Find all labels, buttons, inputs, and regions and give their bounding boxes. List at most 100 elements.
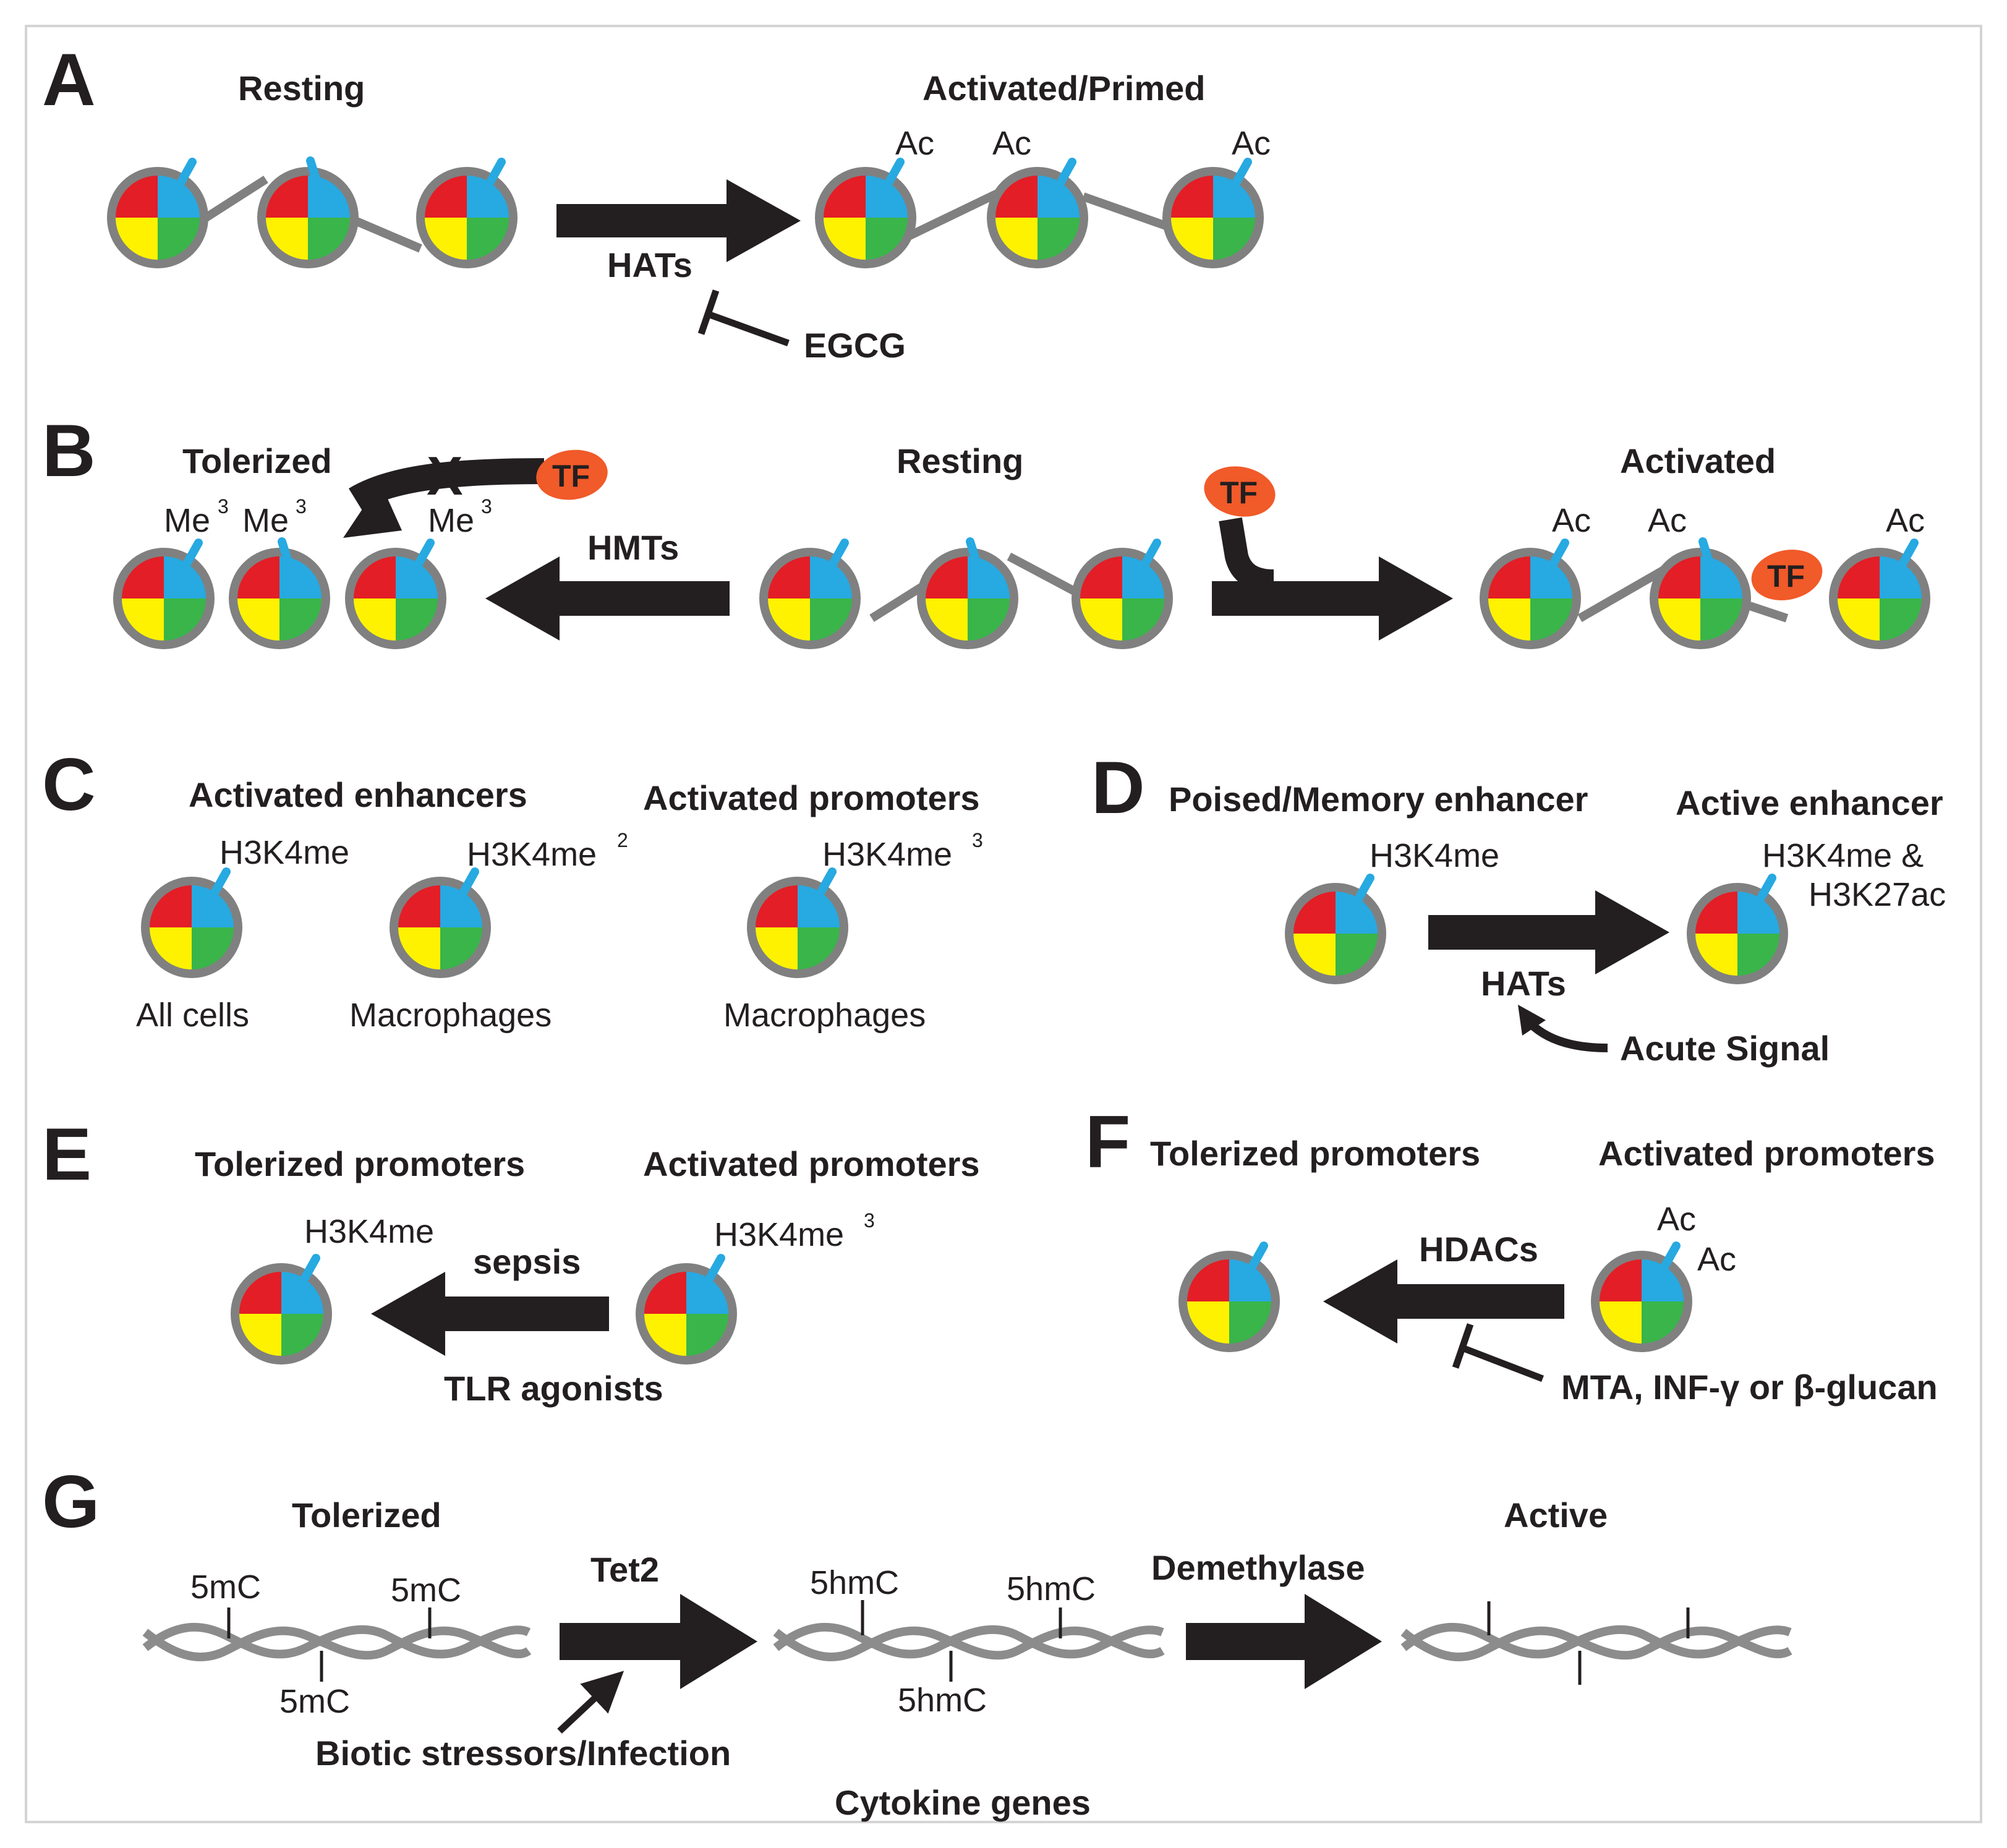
panel-d-signal-curve bbox=[1527, 1020, 1608, 1052]
panel-f-inhibit-bar bbox=[1452, 1323, 1474, 1369]
panel-f-right-title: Activated promoters bbox=[1598, 1134, 1935, 1173]
panel-c-cell2: Macrophages bbox=[349, 997, 552, 1034]
panel-g-5hmc: 5hmC bbox=[898, 1682, 987, 1719]
panel-a-ac-mark: Ac bbox=[1232, 125, 1271, 162]
svg-text:3: 3 bbox=[481, 495, 492, 517]
nucleosome-icon bbox=[1289, 878, 1382, 980]
panel-c-title-promoters: Activated promoters bbox=[643, 778, 980, 817]
nucleosome-icon bbox=[117, 543, 210, 645]
transcription-factor-icon: TF bbox=[536, 449, 608, 500]
panel-b-ac-mark: Ac bbox=[1886, 502, 1925, 539]
panel-c-mark1: H3K4me bbox=[219, 834, 349, 871]
panel-g-5mc: 5mC bbox=[190, 1569, 261, 1606]
transcription-factor-icon: TF bbox=[1751, 550, 1823, 600]
panel-a-right-title: Activated/Primed bbox=[923, 69, 1206, 108]
panel-f-left-title: Tolerized promoters bbox=[1150, 1134, 1480, 1173]
svg-text:TF: TF bbox=[1767, 559, 1805, 594]
panel-d-right-mark-2: H3K27ac bbox=[1809, 876, 1946, 913]
panel-e-right-mark: H3K4me 3 bbox=[714, 1209, 875, 1253]
dna-helix-icon bbox=[773, 1622, 1165, 1661]
panel-c-title-enhancers: Activated enhancers bbox=[189, 775, 527, 814]
svg-text:3: 3 bbox=[218, 495, 229, 517]
panel-f-ac-mark: Ac bbox=[1697, 1241, 1736, 1278]
nucleosome-icon bbox=[111, 162, 204, 264]
panel-g-5mc: 5mC bbox=[391, 1572, 461, 1609]
panel-a-enzyme: HATs bbox=[607, 245, 692, 284]
panel-c-mark3: H3K4me 3 bbox=[822, 829, 983, 873]
svg-text:H3K4me: H3K4me bbox=[467, 836, 597, 873]
transcription-factor-icon: TF bbox=[1204, 466, 1276, 517]
panel-d-left-title: Poised/Memory enhancer bbox=[1169, 780, 1588, 819]
nucleosome-icon bbox=[640, 1258, 733, 1360]
panel-f-letter: F bbox=[1085, 1101, 1130, 1183]
panel-g-arrow-2 bbox=[1186, 1594, 1382, 1689]
panel-g-enzyme2: Demethylase bbox=[1151, 1548, 1365, 1587]
panel-b-right-arrow bbox=[1212, 556, 1453, 641]
panel-d-left-mark: H3K4me bbox=[1370, 837, 1499, 874]
svg-text:TF: TF bbox=[552, 459, 590, 493]
nucleosome-icon bbox=[1691, 878, 1784, 980]
panel-d-arrow bbox=[1428, 890, 1669, 974]
nucleosome-icon bbox=[145, 872, 238, 974]
panel-b-left-title: Tolerized bbox=[182, 441, 332, 480]
panel-a-letter: A bbox=[42, 38, 96, 121]
panel-g-5hmc: 5hmC bbox=[810, 1564, 899, 1601]
panel-b-curved-arrowhead bbox=[343, 482, 402, 538]
panel-g-5hmc: 5hmC bbox=[1007, 1570, 1096, 1607]
nucleosome-icon bbox=[751, 872, 844, 974]
nucleosome-icon bbox=[764, 543, 856, 645]
panel-b-enzyme: HMTs bbox=[587, 528, 679, 567]
panel-d-signal-head bbox=[1518, 1005, 1546, 1036]
nucleosome-icon bbox=[394, 872, 487, 974]
panel-b-curved-arrow bbox=[349, 458, 545, 511]
nucleosome-icon bbox=[262, 161, 354, 264]
panel-b-block-mark: X bbox=[427, 445, 463, 506]
panel-f-enzyme: HDACs bbox=[1419, 1230, 1538, 1269]
nucleosome-icon bbox=[1076, 543, 1169, 645]
panel-g-right-title: Active bbox=[1504, 1496, 1608, 1535]
svg-text:H3K4me: H3K4me bbox=[714, 1216, 844, 1253]
nucleosome-icon bbox=[1484, 543, 1577, 645]
panel-e-letter: E bbox=[42, 1113, 92, 1196]
panel-d-letter: D bbox=[1091, 746, 1145, 829]
panel-e-left-title: Tolerized promoters bbox=[195, 1144, 525, 1183]
svg-text:3: 3 bbox=[864, 1209, 875, 1232]
panel-d-right-mark-1: H3K4me & bbox=[1762, 837, 1924, 874]
panel-a-arrow bbox=[556, 179, 801, 262]
panel-g-stressor: Biotic stressors/Infection bbox=[315, 1734, 731, 1773]
panel-f-inhibit-line bbox=[1461, 1344, 1544, 1382]
panel-c-mark2: H3K4me 2 bbox=[467, 829, 628, 873]
svg-text:Me: Me bbox=[428, 502, 474, 539]
panel-d-enzyme: HATs bbox=[1481, 964, 1566, 1003]
panel-g-enzyme1: Tet2 bbox=[590, 1550, 659, 1589]
svg-text:3: 3 bbox=[972, 829, 983, 851]
panel-a-linker-left bbox=[155, 176, 1232, 253]
nucleosome-icon bbox=[235, 1258, 328, 1360]
nucleosome-icon bbox=[819, 162, 912, 264]
panel-b-letter: B bbox=[42, 409, 96, 492]
panel-e-above-arrow: sepsis bbox=[473, 1242, 581, 1281]
panel-e-below-arrow: TLR agonists bbox=[444, 1369, 663, 1408]
panel-c-cell3: Macrophages bbox=[723, 997, 926, 1034]
panel-a-ac-mark: Ac bbox=[895, 125, 934, 162]
panel-b-right-title: Activated bbox=[1620, 441, 1776, 480]
svg-text:H3K4me: H3K4me bbox=[822, 836, 952, 873]
panel-a-ac-mark: Ac bbox=[992, 125, 1031, 162]
panel-a-inhibit-line bbox=[707, 310, 790, 347]
nucleosome-icon bbox=[349, 543, 442, 645]
panel-b-right-arrow-hook bbox=[1219, 517, 1274, 593]
panel-g-letter: G bbox=[42, 1460, 100, 1543]
svg-text:2: 2 bbox=[617, 829, 628, 851]
panel-g-stressor-arrow bbox=[557, 1671, 624, 1734]
nucleosome-icon bbox=[1167, 162, 1259, 264]
panel-a-left-title: Resting bbox=[238, 69, 365, 108]
panel-g-left-title: Tolerized bbox=[292, 1496, 441, 1535]
nucleosome-icon bbox=[921, 542, 1014, 645]
panel-b-ac-mark: Ac bbox=[1648, 502, 1687, 539]
panel-e-left-mark: H3K4me bbox=[304, 1213, 434, 1250]
panel-a-inhibitor: EGCG bbox=[804, 326, 906, 365]
panel-c-letter: C bbox=[42, 743, 96, 826]
panel-e-arrow bbox=[371, 1272, 609, 1356]
